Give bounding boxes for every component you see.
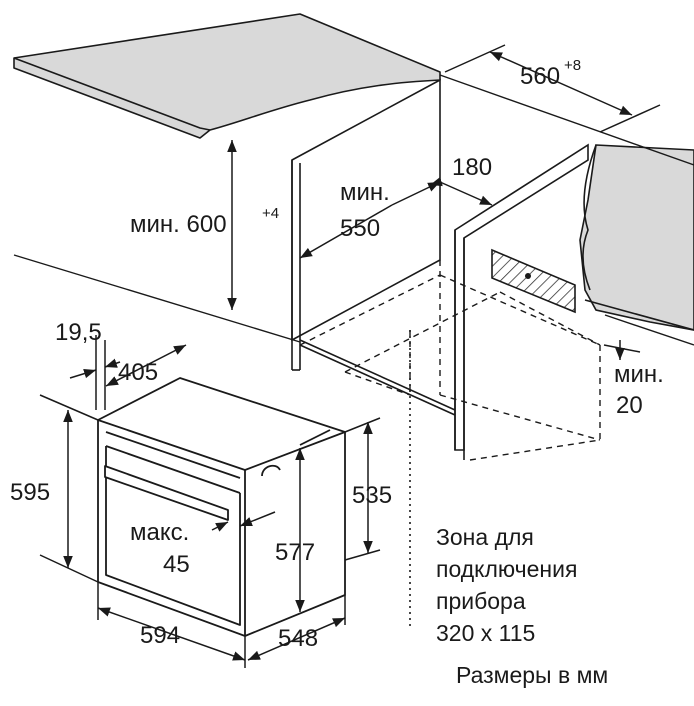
- oven-height: 595: [10, 479, 50, 506]
- floor-gap-prefix: мин.: [614, 361, 664, 388]
- oven-depth: 548: [278, 625, 318, 652]
- cabinet-back-gap: 180: [452, 154, 492, 181]
- niche-depth-value: 550: [340, 215, 380, 242]
- handle-prefix: макс.: [130, 519, 189, 546]
- zone-note-line3: прибора: [436, 588, 526, 614]
- dimension-lines: [39, 44, 661, 668]
- units-note: Размеры в мм: [456, 662, 608, 688]
- niche-width-value: 560: [520, 63, 560, 90]
- countertop: [13, 13, 441, 139]
- oven-depth-body: 405: [118, 359, 158, 386]
- floor-lines: [13, 74, 694, 346]
- oven: [97, 377, 346, 637]
- niche-height-tolerance: +4: [262, 205, 279, 222]
- left-cabinet: [291, 78, 456, 416]
- zone-note-line4: 320 x 115: [436, 620, 535, 646]
- niche-depth-prefix: мин.: [340, 179, 390, 206]
- front-offset: 19,5: [55, 319, 102, 346]
- niche-width-tolerance: +8: [564, 57, 581, 74]
- handle-value: 45: [163, 551, 190, 578]
- labels: 560 +8 180 мин. 550 мин. 600 +4 19,5 405…: [10, 57, 664, 688]
- right-cabinet: [454, 143, 589, 460]
- niche-depth-inner: 535: [352, 482, 392, 509]
- hidden-edges: [299, 260, 601, 461]
- connection-zone: [491, 248, 576, 314]
- zone-note-line1: Зона для: [436, 524, 534, 550]
- zone-note-line2: подключения: [436, 556, 577, 582]
- oven-body-height: 577: [275, 539, 315, 566]
- niche-height-label: мин. 600: [130, 211, 227, 238]
- floor-gap-value: 20: [616, 392, 643, 419]
- oven-width: 594: [140, 622, 180, 649]
- countertop-right: [579, 144, 694, 331]
